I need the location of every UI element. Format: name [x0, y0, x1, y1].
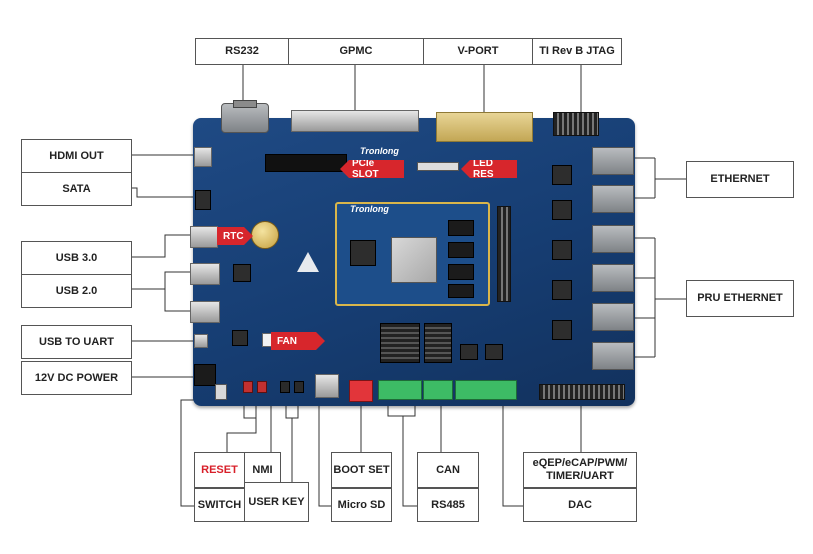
hdmi-port — [194, 147, 212, 167]
label-boot-set: BOOT SET — [331, 452, 392, 488]
label-dc-power: 12V DC POWER — [21, 361, 132, 395]
label-rs485: RS485 — [417, 488, 479, 522]
label-v-port: V-PORT — [424, 38, 533, 65]
expansion-header-2 — [424, 323, 452, 363]
ethernet-port-1 — [592, 147, 634, 175]
phy-chip-3 — [552, 240, 572, 260]
label-rs232: RS232 — [195, 38, 289, 65]
label-gpmc: GPMC — [289, 38, 424, 65]
board-logo: Tronlong — [360, 146, 399, 156]
label-usb-to-uart: USB TO UART — [21, 325, 132, 359]
can-transceiver — [460, 344, 478, 360]
label-jtag: TI Rev B JTAG — [533, 38, 622, 65]
phy-chip-5 — [552, 320, 572, 340]
label-switch: SWITCH — [194, 488, 245, 522]
pcie-slot — [265, 154, 347, 172]
label-can: CAN — [417, 452, 479, 488]
rs232-connector — [221, 103, 269, 133]
sata-port — [195, 190, 211, 210]
power-switch — [215, 384, 227, 400]
pru-ethernet-port-2 — [592, 264, 634, 292]
usb-hub-chip — [233, 264, 251, 282]
phy-chip-4 — [552, 280, 572, 300]
som-logo: Tronlong — [350, 204, 389, 214]
usb-uart-port — [194, 334, 208, 348]
usb2-port-upper — [190, 263, 220, 285]
label-hdmi-out: HDMI OUT — [21, 139, 132, 173]
label-eqep: eQEP/eCAP/PWM/ TIMER/UART — [523, 452, 637, 488]
micro-sd-slot — [315, 374, 339, 398]
label-ethernet: ETHERNET — [686, 161, 794, 198]
label-usb3: USB 3.0 — [21, 241, 132, 275]
rs232-screw — [233, 100, 257, 108]
cpu-chip — [391, 237, 437, 283]
label-micro-sd: Micro SD — [331, 488, 392, 522]
jtag-header — [553, 112, 599, 136]
tag-rtc: RTC — [217, 227, 253, 245]
pmic-chip — [350, 240, 376, 266]
memory-chip-4 — [448, 284, 474, 298]
led-connector — [417, 162, 459, 171]
phy-chip-1 — [552, 165, 572, 185]
label-user-key: USER KEY — [245, 482, 309, 522]
reset-button — [243, 381, 253, 393]
usb2-port-lower — [190, 301, 220, 323]
v-port-connector — [436, 112, 533, 142]
nmi-button — [257, 381, 267, 393]
label-pru-ethernet: PRU ETHERNET — [686, 280, 794, 317]
tag-led-res: LED RES — [461, 160, 517, 178]
user-key-1 — [280, 381, 290, 393]
tag-fan: FAN — [271, 332, 325, 350]
rtc-battery — [251, 221, 279, 249]
b2b-connector-right — [497, 206, 511, 302]
pru-ethernet-port-3 — [592, 303, 634, 331]
memory-chip-3 — [448, 264, 474, 280]
usb3-port — [190, 226, 218, 248]
label-dac: DAC — [523, 488, 637, 522]
phy-chip-2 — [552, 200, 572, 220]
pru-ethernet-port-1 — [592, 225, 634, 253]
label-reset: RESET — [194, 452, 245, 488]
expansion-header-1 — [380, 323, 420, 363]
memory-chip-2 — [448, 242, 474, 258]
uart-bridge-chip — [232, 330, 248, 346]
pru-ethernet-port-4 — [592, 342, 634, 370]
eqep-header — [539, 384, 625, 400]
can-terminal — [378, 380, 422, 400]
label-sata: SATA — [21, 172, 132, 206]
label-usb2: USB 2.0 — [21, 274, 132, 308]
memory-chip-1 — [448, 220, 474, 236]
user-key-2 — [294, 381, 304, 393]
rs485-terminal — [423, 380, 453, 400]
tag-pcie-slot: PCIe SLOT — [340, 160, 404, 178]
gpmc-connector — [291, 110, 419, 132]
boot-dip-switch — [349, 380, 373, 402]
dc-power-jack — [194, 364, 216, 386]
dac-terminal — [455, 380, 517, 400]
rs485-transceiver — [485, 344, 503, 360]
ethernet-port-2 — [592, 185, 634, 213]
